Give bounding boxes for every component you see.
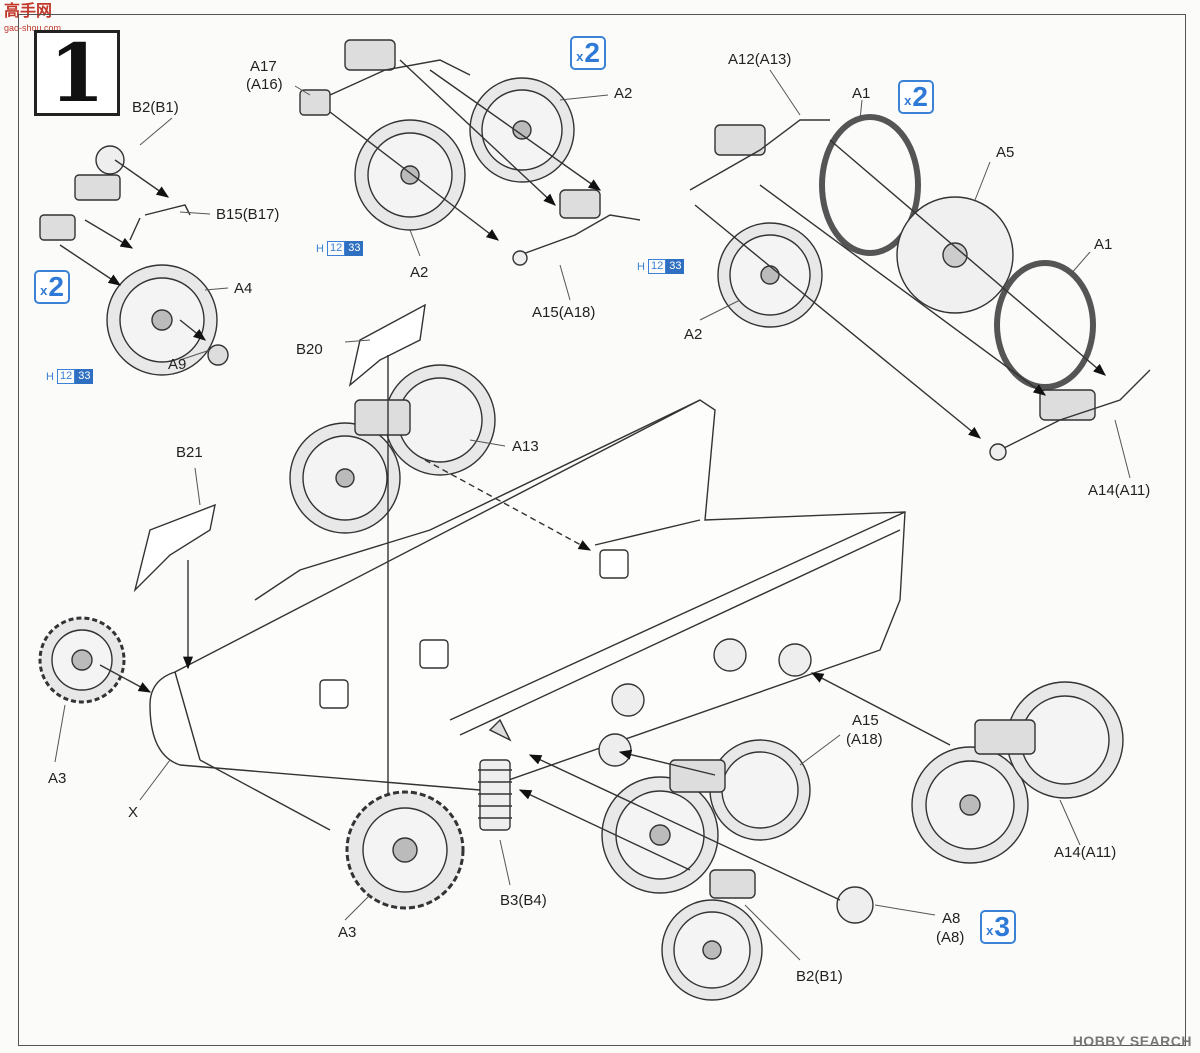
label-a8-paren: (A8) (936, 929, 965, 946)
page-frame (18, 14, 1186, 1046)
plate-b21 (133, 503, 216, 593)
plate-b20 (348, 303, 426, 387)
watermark-hobby-search: HOBBY SEARCH (1072, 1033, 1192, 1049)
label-a9: A9 (168, 356, 187, 373)
sprocket-bottom (345, 790, 465, 910)
wheel-lower-b2 (661, 869, 763, 1001)
suspension-group-left (39, 145, 229, 376)
paint-ref-2: H 12 33 (46, 369, 94, 384)
label-b2-b1-top: B2(B1) (132, 99, 179, 116)
label-a3-bottom: A3 (338, 924, 357, 941)
suspension-group-center (299, 39, 641, 266)
label-b3-b4: B3(B4) (500, 892, 547, 909)
label-a5: A5 (996, 144, 1015, 161)
label-b15-b17: B15(B17) (216, 206, 280, 223)
site-logo: 高手网 gao-shou.com (4, 4, 61, 36)
label-a2-c: A2 (684, 326, 703, 343)
step-number: 1 (49, 26, 105, 120)
sprocket-left (38, 616, 126, 704)
step-number-box: 1 (34, 30, 120, 116)
label-a4: A4 (234, 280, 253, 297)
label-a1-b: A1 (1094, 236, 1113, 253)
hull-spacers (319, 549, 629, 709)
site-logo-url: gao-shou.com (4, 23, 62, 33)
label-a14-a11-top: A14(A11) (1088, 482, 1151, 499)
label-a16: (A16) (246, 76, 283, 93)
label-b2-b1-bottom: B2(B1) (796, 968, 843, 985)
label-a2-a: A2 (614, 85, 633, 102)
wheel-assembly-a13 (289, 364, 496, 534)
paint-ref-1: H 12 33 (316, 241, 364, 256)
suspension-group-right (689, 114, 1151, 461)
label-x: X (128, 804, 139, 821)
spring-b3 (478, 718, 512, 831)
paint-ref-3: H 12 33 (637, 259, 685, 274)
label-a1-a: A1 (852, 85, 871, 102)
label-b21: B21 (176, 444, 203, 461)
suspension-lower-a14 (911, 681, 1124, 864)
label-a2-b: A2 (410, 264, 429, 281)
label-a3-left: A3 (48, 770, 67, 787)
label-a18: (A18) (846, 731, 883, 748)
site-logo-brand: 高手网 (4, 3, 53, 20)
label-b20: B20 (296, 341, 323, 358)
label-a13: A13 (512, 438, 539, 455)
label-a14-a11-bottom: A14(A11) (1054, 844, 1117, 861)
label-a8: A8 (942, 910, 961, 927)
label-a12-a13: A12(A13) (728, 51, 792, 68)
label-a15-a18-top: A15(A18) (532, 304, 596, 321)
suspension-lower-a15 (601, 739, 811, 894)
label-a15: A15 (852, 712, 879, 729)
label-a17: A17 (250, 58, 277, 75)
